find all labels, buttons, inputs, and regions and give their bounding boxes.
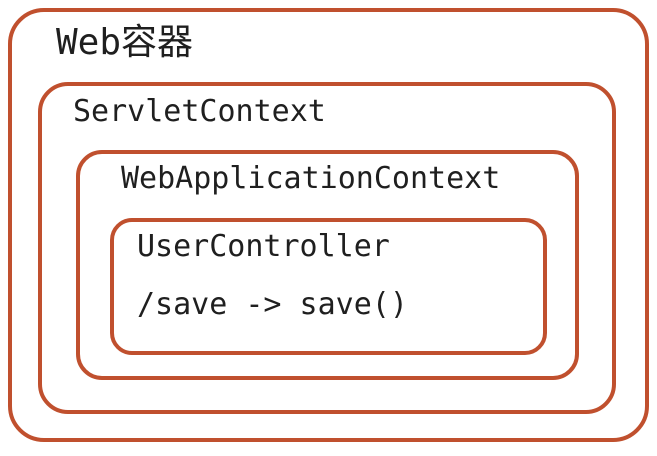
web-application-context-label: WebApplicationContext (121, 161, 501, 196)
web-application-context-box (76, 150, 579, 380)
user-controller-label: UserController (137, 229, 390, 264)
servlet-context-box (38, 82, 616, 414)
request-mapping-label: /save -> save() (137, 287, 408, 322)
web-container-label: Web容器 (56, 22, 194, 63)
web-container-box (8, 8, 649, 442)
servlet-context-label: ServletContext (73, 94, 326, 129)
user-controller-box (110, 218, 547, 355)
